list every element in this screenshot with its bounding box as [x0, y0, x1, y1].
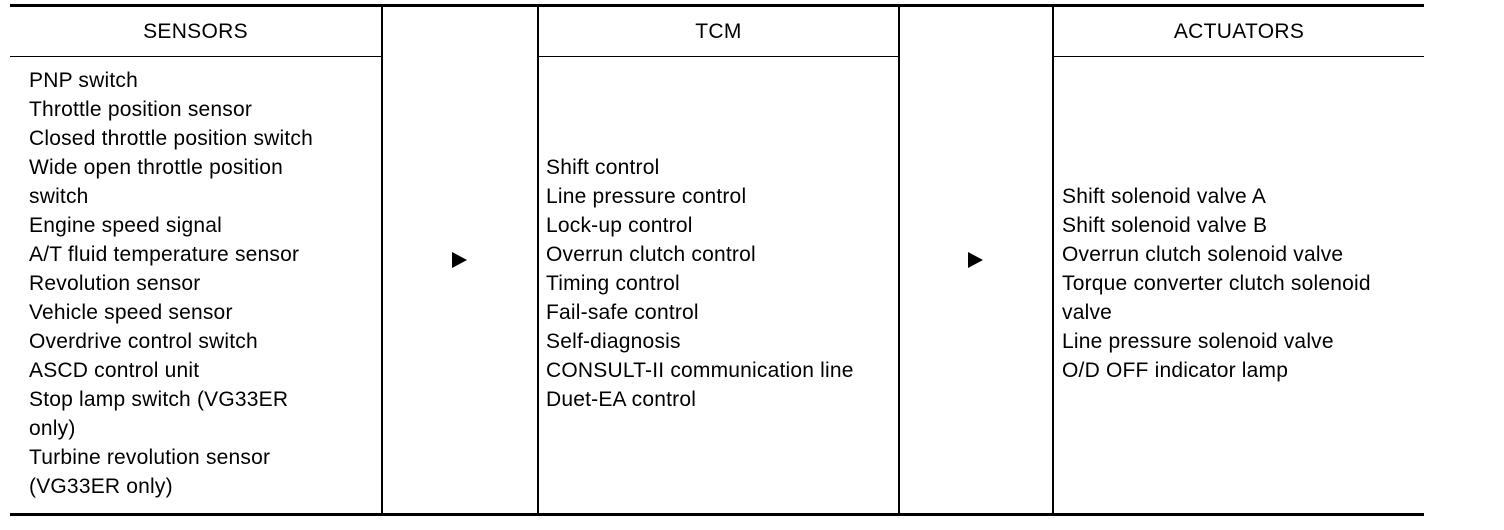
sensor-item: only) — [29, 417, 76, 440]
sensor-item: A/T fluid temperature sensor — [29, 243, 300, 266]
actuator-item: Shift solenoid valve B — [1062, 214, 1268, 237]
tcm-function-item: Shift control — [546, 156, 660, 179]
sensor-item: ASCD control unit — [29, 359, 200, 382]
divider-tcm-right — [898, 7, 900, 513]
tcm-header: TCM — [695, 19, 742, 43]
actuator-item: O/D OFF indicator lamp — [1062, 359, 1289, 382]
right-arrow-icon — [968, 252, 983, 268]
tcm-function-item: Lock-up control — [546, 214, 693, 237]
tcm-function-item: Timing control — [546, 272, 680, 295]
top-rule — [10, 4, 1424, 7]
sensor-item: Wide open throttle position — [29, 156, 284, 179]
actuator-item: valve — [1062, 301, 1113, 324]
sensor-item: PNP switch — [29, 69, 138, 92]
tcm-function-item: Duet-EA control — [546, 388, 697, 411]
actuator-item: Overrun clutch solenoid valve — [1062, 243, 1344, 266]
sensors-header: SENSORS — [143, 19, 248, 43]
divider-sensors-right — [381, 7, 383, 513]
right-arrow-icon — [452, 252, 467, 268]
sensor-item: Revolution sensor — [29, 272, 201, 295]
tcm-function-item: Line pressure control — [546, 185, 747, 208]
sensor-item: Engine speed signal — [29, 214, 222, 237]
divider-tcm-left — [537, 7, 539, 513]
header-rule-actuators — [1054, 56, 1424, 57]
tcm-function-item: Self-diagnosis — [546, 330, 681, 353]
tcm-function-item: Overrun clutch control — [546, 243, 756, 266]
sensor-item: Stop lamp switch (VG33ER — [29, 388, 289, 411]
actuator-item: Line pressure solenoid valve — [1062, 330, 1334, 353]
tcm-function-item: Fail-safe control — [546, 301, 699, 324]
sensor-item: (VG33ER only) — [29, 475, 173, 498]
sensor-item: switch — [29, 185, 89, 208]
sensor-item: Throttle position sensor — [29, 98, 253, 121]
sensor-item: Closed throttle position switch — [29, 127, 313, 150]
divider-actuators-left — [1052, 7, 1054, 513]
header-rule-tcm — [539, 56, 898, 57]
tcm-function-item: CONSULT-II communication line — [546, 359, 854, 382]
header-rule-sensors — [10, 56, 381, 57]
actuators-list: Shift solenoid valve A Shift solenoid val… — [1062, 182, 1371, 385]
actuator-item: Torque converter clutch solenoid — [1062, 272, 1371, 295]
sensor-item: Turbine revolution sensor — [29, 446, 271, 469]
bottom-rule — [10, 513, 1424, 516]
sensor-item: Vehicle speed sensor — [29, 301, 233, 324]
actuators-header: ACTUATORS — [1173, 19, 1305, 43]
sensor-item: Overdrive control switch — [29, 330, 258, 353]
actuator-item: Shift solenoid valve A — [1062, 185, 1267, 208]
